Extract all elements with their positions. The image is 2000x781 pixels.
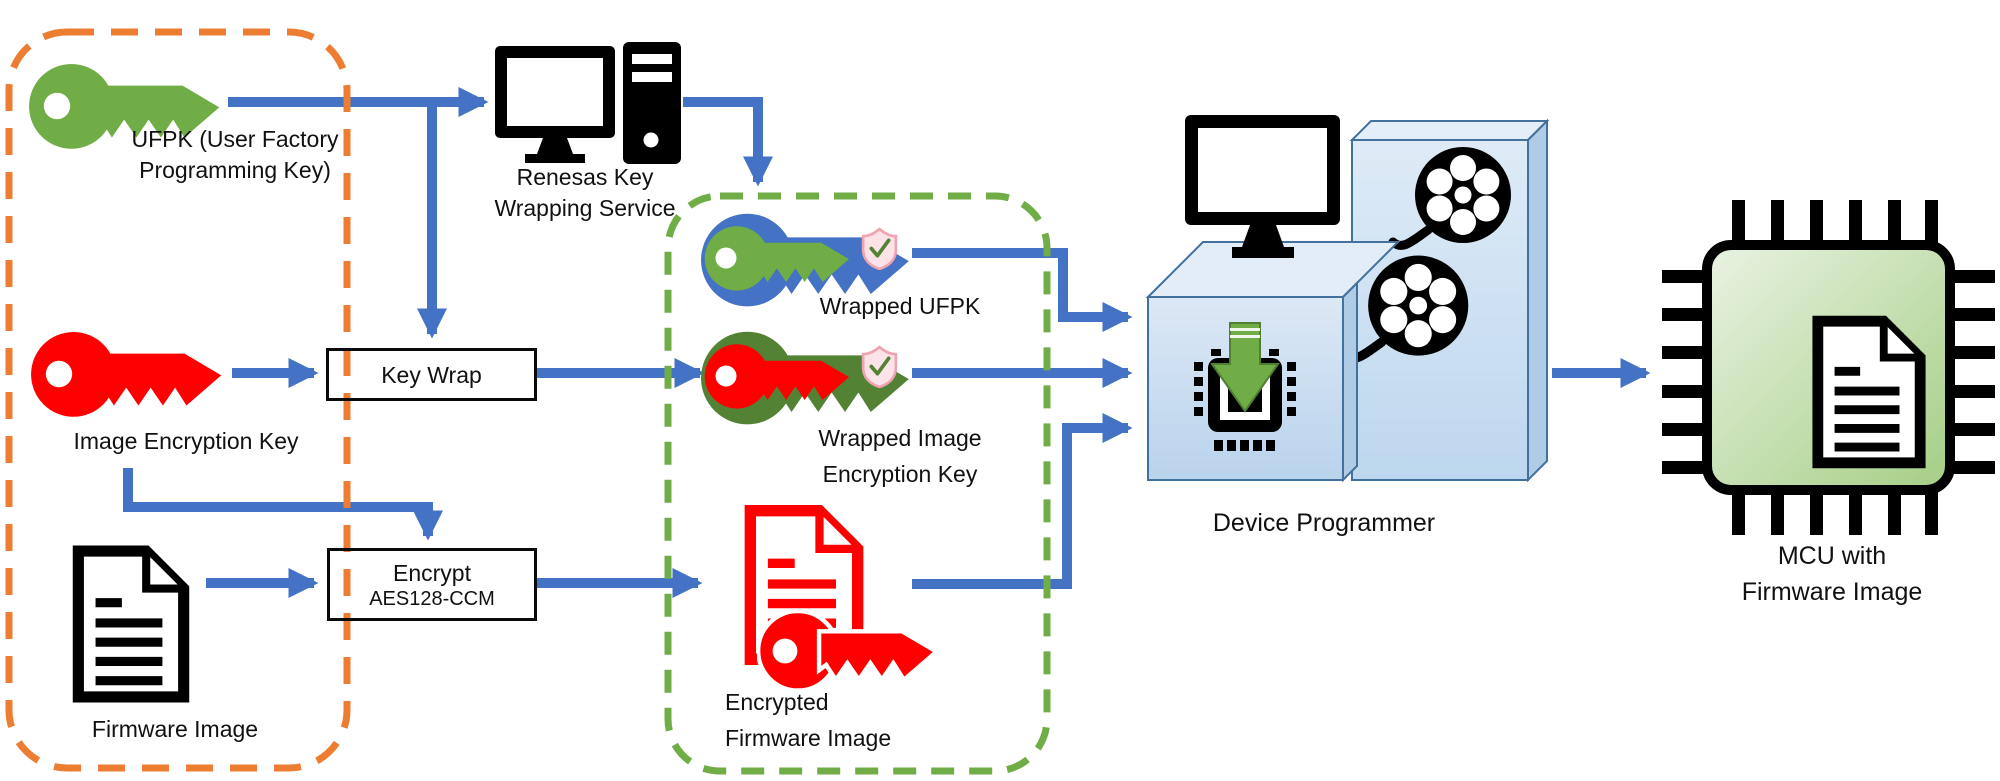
device-programmer-icon — [1145, 115, 1550, 483]
mcu-chip-icon — [1662, 200, 1995, 535]
mcu-label: MCU with Firmware Image — [1682, 538, 1982, 610]
label-line: MCU with — [1777, 542, 1887, 570]
encrypted-firmware-doc-icon — [750, 511, 936, 691]
label-line: Renesas Key — [516, 164, 654, 190]
arrow-wrappedufpk-to-programmer — [912, 248, 1133, 332]
label-line: Firmware Image — [725, 725, 892, 751]
arrow-service-to-wrapped — [683, 97, 773, 187]
label-line: Wrapped UFPK — [819, 293, 981, 319]
wrapped-iek-label: Wrapped Image Encryption Key — [750, 420, 1050, 492]
firmware-doc-in-mcu-icon — [1818, 321, 1920, 463]
label-line: Image Encryption Key — [73, 428, 299, 454]
label-line: Encrypted — [725, 689, 829, 715]
ufpk-label: UFPK (User Factory Programming Key) — [85, 124, 385, 186]
encrypted-firmware-label: Encrypted Firmware Image — [725, 684, 1025, 756]
ufpk-key-icon — [29, 64, 220, 149]
wrapped-output-boundary — [664, 192, 1051, 775]
monitor-icon — [1185, 115, 1340, 258]
key-wrap-label: Key Wrap — [381, 361, 482, 388]
image-encryption-key-label: Image Encryption Key — [36, 426, 336, 457]
wrapped-ufpk-icon — [701, 213, 909, 307]
shield-check-icon — [861, 227, 898, 270]
image-encryption-key-icon — [31, 332, 222, 417]
flow-arrows — [123, 87, 1651, 598]
wrapped-iek-icon — [701, 331, 909, 425]
renesas-service-label: Renesas Key Wrapping Service — [435, 162, 735, 224]
encrypt-sublabel: AES128-CCM — [369, 587, 495, 610]
label-line: Firmware Image — [1741, 578, 1923, 606]
firmware-image-label: Firmware Image — [25, 714, 325, 745]
label-line: Encryption Key — [822, 461, 978, 487]
wrapped-ufpk-label: Wrapped UFPK — [750, 291, 1050, 322]
label-line: Wrapped Image — [818, 425, 982, 451]
arrow-iek-to-encrypt — [123, 468, 443, 541]
renesas-service-computer-icon — [495, 42, 681, 164]
encrypt-label: Encrypt — [393, 559, 471, 586]
label-line: UFPK (User Factory — [131, 126, 339, 152]
label-line: Firmware Image — [91, 716, 259, 742]
shield-check-icon — [861, 345, 898, 388]
encrypt-box: Encrypt AES128-CCM — [327, 548, 537, 621]
chip-download-icon — [1194, 322, 1296, 451]
label-line: Device Programmer — [1212, 509, 1436, 537]
label-line: Programming Key) — [139, 157, 331, 183]
arrow-encfw-to-programmer — [912, 413, 1133, 589]
firmware-image-doc-icon — [78, 551, 183, 697]
device-programmer-label: Device Programmer — [1174, 508, 1474, 539]
key-wrap-box: Key Wrap — [326, 348, 537, 401]
label-line: Wrapping Service — [494, 195, 676, 221]
